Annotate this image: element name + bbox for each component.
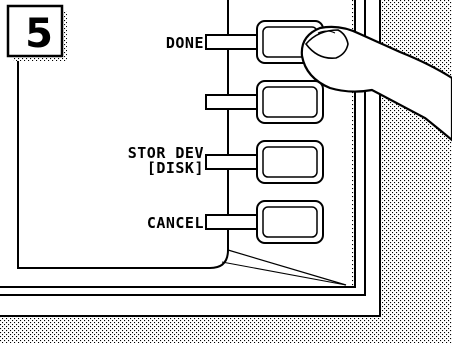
step-number: 5: [14, 11, 64, 57]
softkey-label-cancel: CANCEL: [74, 216, 204, 231]
softkey-label-done: DONE: [74, 36, 204, 51]
softkey-sublabel-stor-dev: [DISK]: [74, 161, 204, 176]
